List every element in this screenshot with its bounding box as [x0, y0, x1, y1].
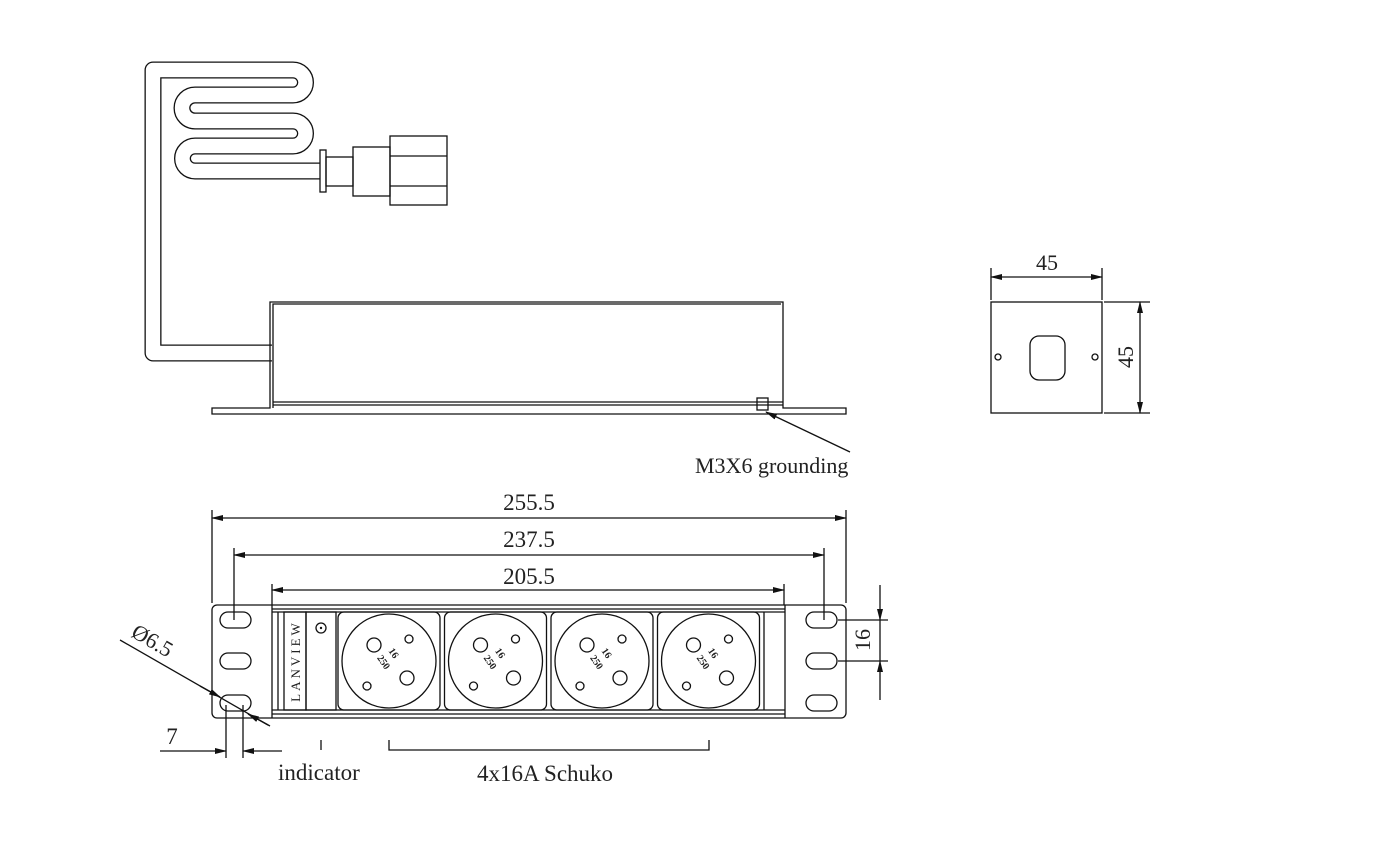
- socket-pin-hole: [505, 670, 522, 686]
- earth-clip: [362, 681, 372, 691]
- earth-clip: [617, 634, 627, 644]
- end-height-dim: 45: [1113, 346, 1138, 368]
- socket-pin-hole: [685, 637, 702, 653]
- hole-diameter-dim: Ø6.5: [128, 619, 178, 662]
- socket-pin-hole: [399, 670, 415, 686]
- end-width-dim: 45: [1036, 250, 1058, 275]
- mounting-slot: [219, 611, 252, 629]
- hole-leader: [119, 639, 269, 726]
- brand-label: LANVIEW: [288, 620, 303, 702]
- grounding-callout: M3X6 grounding: [695, 453, 848, 478]
- grounding-leader: [765, 411, 851, 453]
- earth-clip: [723, 634, 734, 644]
- overall-length-dim: 255.5: [503, 490, 555, 515]
- mounting-length-dim: 237.5: [503, 527, 555, 552]
- inner-length-dim: 205.5: [503, 564, 555, 589]
- indicator-light: [315, 622, 327, 634]
- power-cable: [144, 61, 321, 362]
- end-view: 45 45: [990, 250, 1150, 414]
- mounting-slot: [805, 652, 838, 670]
- earth-clip: [510, 634, 521, 644]
- iec-plug: [319, 135, 448, 206]
- mounting-slot: [805, 611, 838, 629]
- earth-clip: [575, 681, 585, 691]
- earth-clip: [681, 681, 692, 691]
- socket-pin-hole: [579, 637, 595, 653]
- socket-pin-hole: [472, 637, 489, 653]
- earth-clip: [468, 681, 479, 691]
- mounting-slot: [805, 694, 838, 712]
- mounting-slot: [219, 694, 252, 712]
- socket-pin-hole: [612, 670, 628, 686]
- socket-pin-hole: [718, 670, 735, 686]
- sockets-annotation: 4x16A Schuko: [477, 761, 613, 786]
- mounting-slot: [219, 652, 252, 670]
- indicator-annotation: indicator: [278, 760, 360, 785]
- slot-pitch-dim: 16: [850, 629, 875, 651]
- edge-offset-dim: 7: [166, 724, 178, 749]
- earth-clip: [404, 634, 414, 644]
- grounding-screw: [756, 397, 769, 411]
- side-view: M3X6 grounding: [211, 301, 851, 478]
- socket-pin-hole: [366, 637, 382, 653]
